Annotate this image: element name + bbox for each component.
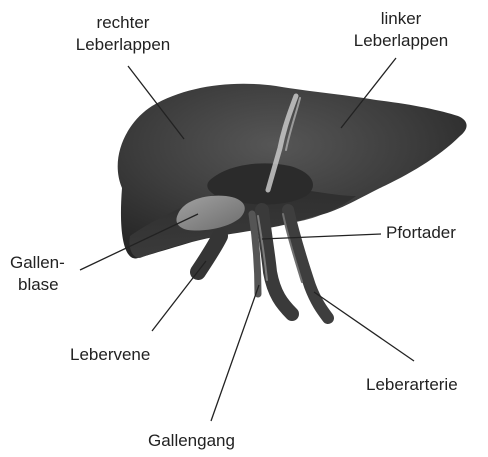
- label-linker-line1: linker: [336, 8, 466, 30]
- label-pfortader: Pfortader: [386, 222, 456, 244]
- label-rechter-leberlappen: rechter Leberlappen: [58, 12, 188, 56]
- leader-line-leberarterie: [314, 292, 414, 361]
- bile-duct: [252, 214, 258, 294]
- label-gallenblase-line1: Gallen-: [10, 252, 65, 274]
- label-linker-leberlappen: linker Leberlappen: [336, 8, 466, 52]
- label-gallenblase: Gallen- blase: [10, 252, 65, 296]
- label-lebervene: Lebervene: [70, 344, 150, 366]
- label-gallenblase-line2: blase: [10, 274, 65, 296]
- label-rechter-line1: rechter: [58, 12, 188, 34]
- label-rechter-line2: Leberlappen: [58, 34, 188, 56]
- leader-line-pfortader: [262, 234, 381, 239]
- leader-line-lebervene: [152, 261, 206, 331]
- hepatic-artery: [288, 210, 328, 318]
- label-linker-line2: Leberlappen: [336, 30, 466, 52]
- label-leberarterie: Leberarterie: [366, 374, 458, 396]
- label-gallengang: Gallengang: [148, 430, 235, 452]
- leader-line-gallengang: [211, 285, 259, 421]
